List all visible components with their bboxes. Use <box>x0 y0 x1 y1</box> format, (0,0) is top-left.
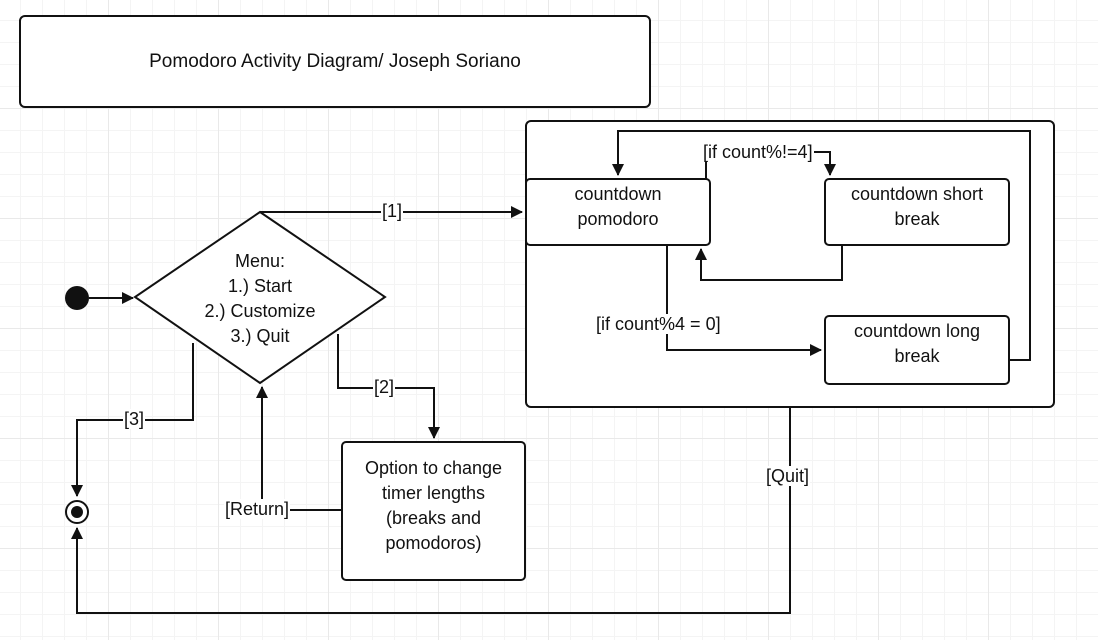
edge-label-start: [1] <box>381 201 404 221</box>
edge-label-customize: [2] <box>373 377 396 397</box>
title-box <box>19 15 651 108</box>
edge-label-long-break-condition: [if count%4 = 0] <box>595 314 722 334</box>
edge-label-return: [Return] <box>224 499 291 519</box>
customize-option-label-line2: timer lengths <box>381 483 486 503</box>
menu-option-start: 1.) Start <box>227 276 293 296</box>
countdown-short-break-label-line1: countdown short <box>850 184 984 204</box>
menu-option-customize: 2.) Customize <box>204 301 316 321</box>
menu-decision-diamond <box>133 210 387 385</box>
countdown-long-break-node <box>824 315 1010 385</box>
edge-label-quit-menu: [3] <box>123 409 146 429</box>
edge-label-quit-timer: [Quit] <box>765 466 811 486</box>
edge-long-break-return <box>612 130 1031 361</box>
edge-to-long-break <box>666 245 822 356</box>
countdown-long-break-label-line1: countdown long <box>853 321 981 341</box>
initial-node <box>65 286 89 310</box>
countdown-pomodoro-label-line1: countdown <box>574 184 662 204</box>
menu-option-quit: 3.) Quit <box>230 326 290 346</box>
final-node-core <box>71 506 83 518</box>
customize-option-label-line3: (breaks and <box>385 508 482 528</box>
edge-return <box>256 386 342 511</box>
diagram-title: Pomodoro Activity Diagram/ Joseph Sorian… <box>149 51 521 72</box>
countdown-short-break-node <box>824 178 1010 246</box>
countdown-pomodoro-node <box>525 178 711 246</box>
countdown-long-break-label-line2: break <box>894 346 940 366</box>
edge-label-short-break-condition: [if count%!=4] <box>702 142 814 162</box>
edge-short-break-return <box>695 245 843 281</box>
menu-heading: Menu: <box>234 251 286 271</box>
edge-quit-timer <box>71 407 791 614</box>
countdown-pomodoro-label-line2: pomodoro <box>577 209 659 229</box>
customize-option-label-line1: Option to change <box>364 458 503 478</box>
customize-option-label-line4: pomodoros) <box>385 533 482 553</box>
countdown-short-break-label-line2: break <box>894 209 940 229</box>
